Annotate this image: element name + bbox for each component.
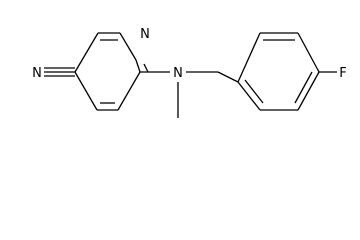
nitrile-group [42,67,75,77]
amine-substituents [177,71,239,118]
nitrile-nitrogen-label: N [32,66,42,81]
fluorine-label: F [339,66,346,81]
structure-diagram: N N N F [30,25,349,118]
fluorophenyl-ring [237,32,338,111]
atom-labels: N N N F [30,25,349,81]
amine-nitrogen-label: N [173,66,183,81]
pyridine-nitrogen-label: N [140,27,150,42]
pyridine-ring [74,32,170,111]
